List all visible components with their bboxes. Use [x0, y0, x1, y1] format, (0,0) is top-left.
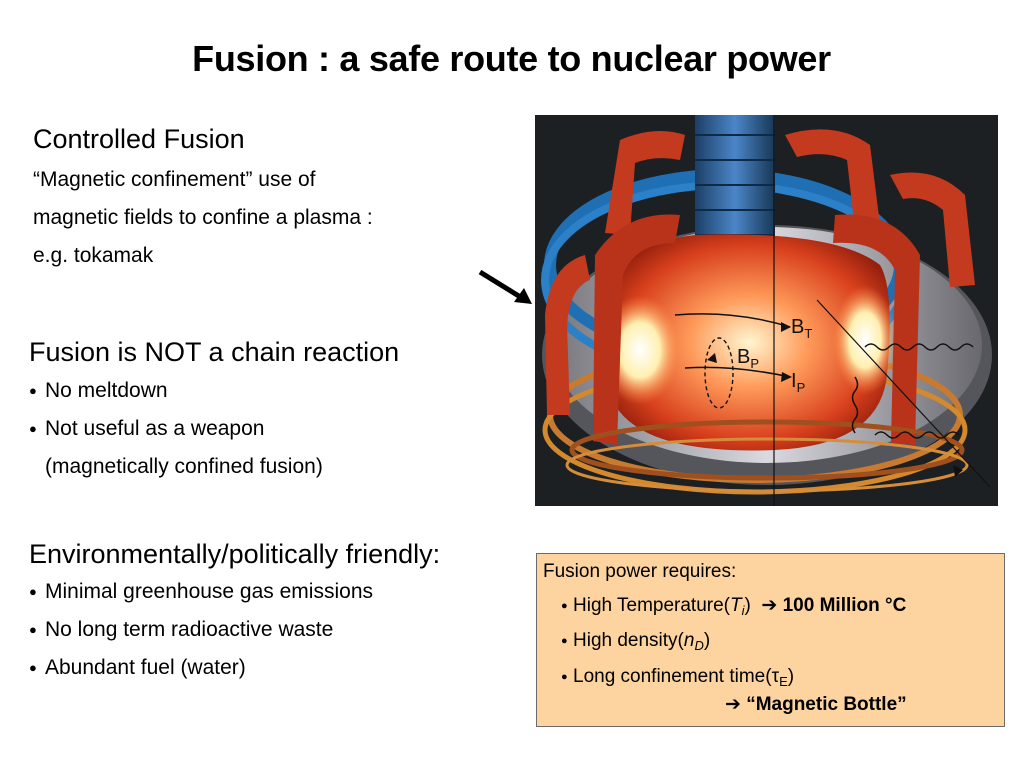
requirements-heading: Fusion power requires:: [543, 561, 737, 582]
pointer-arrow-icon: [478, 269, 532, 304]
requirements-box: Fusion power requires: ●High Temperature…: [536, 553, 1005, 727]
bullet-greenhouse: ●Minimal greenhouse gas emissions: [29, 580, 373, 603]
chain-reaction-heading: Fusion is NOT a chain reaction: [29, 337, 400, 367]
controlled-line-1: “Magnetic confinement” use of: [33, 168, 316, 191]
bullet-dot-icon: ●: [29, 421, 37, 436]
req-magnetic-bottle: ➔ “Magnetic Bottle”: [725, 694, 907, 715]
ip-label: IP: [791, 370, 805, 395]
req-confinement: ●Long confinement time(τE): [561, 666, 795, 689]
environment-heading: Environmentally/politically friendly:: [29, 539, 441, 569]
bullet-dot-icon: ●: [29, 584, 37, 599]
bullet-dot-icon: ●: [561, 671, 568, 683]
bullet-dot-icon: ●: [29, 622, 37, 637]
bp-label: BP: [737, 346, 759, 371]
bt-label: BT: [791, 316, 812, 341]
bullet-dot-icon: ●: [29, 383, 37, 398]
controlled-line-3: e.g. tokamak: [33, 244, 154, 267]
bullet-fuel: ●Abundant fuel (water): [29, 656, 246, 679]
implies-arrow-icon: ➔: [756, 595, 783, 616]
bullet-dot-icon: ●: [561, 600, 568, 612]
tokamak-illustration: BT BP IP: [541, 115, 992, 506]
bullet-continuation: (magnetically confined fusion): [45, 455, 323, 478]
controlled-line-2: magnetic fields to confine a plasma :: [33, 206, 373, 229]
page-title: Fusion : a safe route to nuclear power: [192, 38, 831, 79]
bullet-no-meltdown: ●No meltdown: [29, 379, 168, 402]
bullet-dot-icon: ●: [561, 635, 568, 647]
implies-arrow-icon: ➔: [725, 694, 747, 715]
req-temperature: ●High Temperature(Ti) ➔ 100 Million °C: [561, 595, 907, 618]
bullet-dot-icon: ●: [29, 660, 37, 675]
tokamak-figure: BT BP IP: [535, 115, 998, 506]
bullet-waste: ●No long term radioactive waste: [29, 618, 334, 641]
req-density: ●High density(nD): [561, 630, 711, 653]
bullet-not-weapon: ●Not useful as a weapon: [29, 417, 265, 440]
controlled-fusion-heading: Controlled Fusion: [33, 124, 245, 154]
